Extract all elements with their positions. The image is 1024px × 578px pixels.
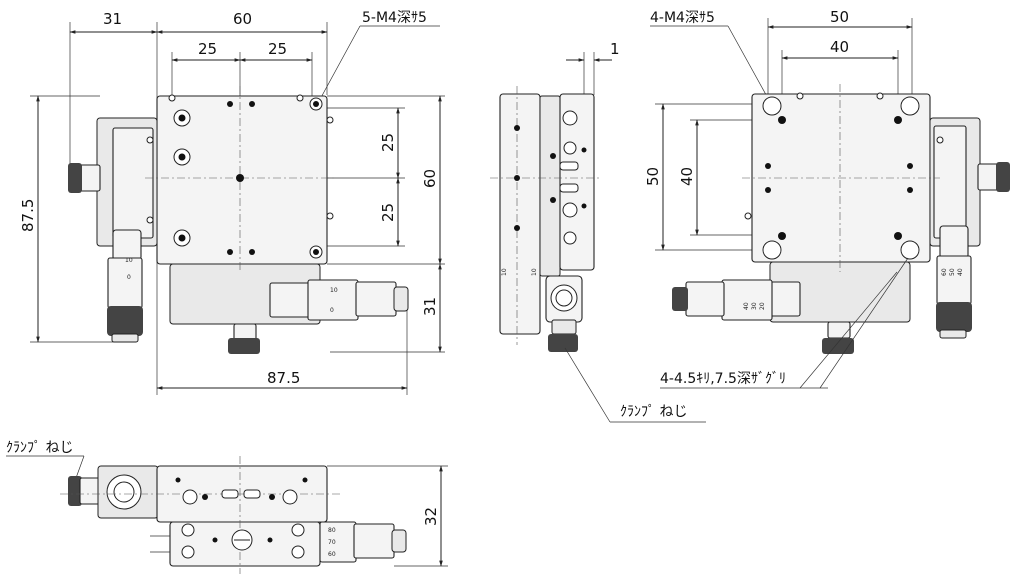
dim-32-bottom: 32 <box>422 507 440 526</box>
callout-4-4-5: 4-4.5ｷﾘ,7.5深ｻﾞｸﾞﾘ <box>660 371 786 387</box>
bottom-scale-2: 70 <box>328 539 336 546</box>
callout-4-m4: 4-M4深ｻ5 <box>650 10 715 26</box>
dim-60-right: 60 <box>421 169 439 188</box>
bottom-scale-3: 60 <box>328 551 336 558</box>
dim-40-top-back: 40 <box>830 38 849 56</box>
back-scale-4: 60 <box>941 268 948 276</box>
back-scale-2: 30 <box>751 302 758 310</box>
back-scale-1: 40 <box>743 302 750 310</box>
scale-mark-2: 0 <box>127 274 131 281</box>
dim-50-left-back: 50 <box>644 167 662 186</box>
side-scale-1: 10 <box>501 268 508 276</box>
scale-mark-1: 10 <box>125 257 133 264</box>
dim-25-right-lower: 25 <box>379 203 397 222</box>
side-view: 1 10 10 ｸﾗﾝﾌﾟ ねじ <box>490 40 706 423</box>
dim-25-a: 25 <box>198 40 217 58</box>
dim-60-top: 60 <box>233 10 252 28</box>
dim-31-right: 31 <box>421 297 439 316</box>
front-view: 31 60 25 25 5-M4深ｻ5 87.5 25 25 60 31 87.… <box>19 10 445 395</box>
back-view: 4-M4深ｻ5 50 40 50 40 <box>644 8 1010 389</box>
dim-50-top-back: 50 <box>830 8 849 26</box>
clamp-label-side: ｸﾗﾝﾌﾟ ねじ <box>620 404 687 420</box>
back-scale-6: 40 <box>957 268 964 276</box>
side-scale-2: 10 <box>531 268 538 276</box>
dim-25-b: 25 <box>268 40 287 58</box>
scale-mark-3: 10 <box>330 287 338 294</box>
scale-mark-4: 0 <box>330 307 334 314</box>
clamp-label-bottom: ｸﾗﾝﾌﾟ ねじ <box>6 440 73 456</box>
dim-31-top: 31 <box>103 10 122 28</box>
dim-87-5-bottom: 87.5 <box>267 369 300 387</box>
dim-87-5-height: 87.5 <box>19 199 37 232</box>
back-scale-3: 20 <box>759 302 766 310</box>
dim-40-left-back: 40 <box>678 167 696 186</box>
dim-1-side: 1 <box>610 40 620 58</box>
bottom-scale-1: 80 <box>328 527 336 534</box>
bottom-view: ｸﾗﾝﾌﾟ ねじ 80 70 60 <box>6 440 448 574</box>
callout-5-m4: 5-M4深ｻ5 <box>362 10 427 26</box>
back-scale-5: 50 <box>949 268 956 276</box>
dim-25-right-upper: 25 <box>379 133 397 152</box>
